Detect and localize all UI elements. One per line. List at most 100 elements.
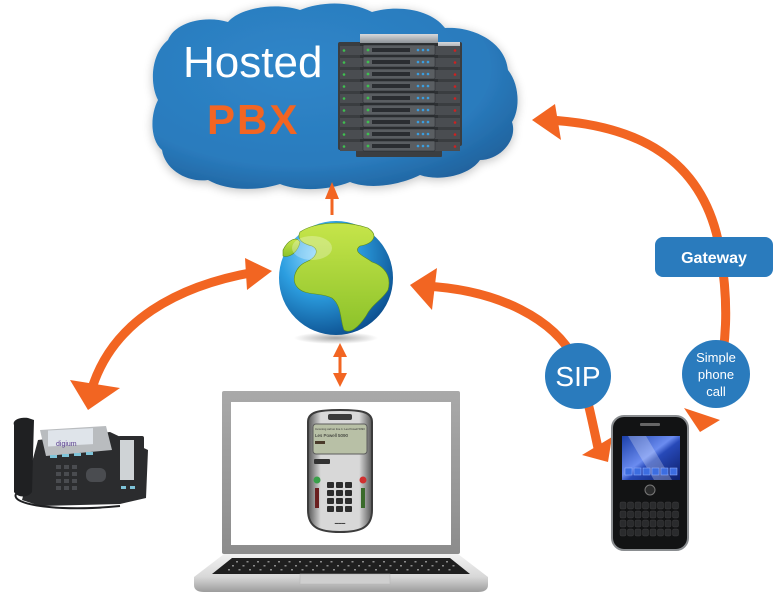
status-led-green	[366, 120, 370, 124]
softphone-key	[345, 498, 352, 504]
keyboard-key	[295, 565, 297, 567]
status-led-green	[366, 48, 370, 52]
softphone-logo: ▬▬▬	[335, 521, 346, 525]
app-icon	[660, 467, 669, 476]
simple-call-label-line1: Simple	[696, 350, 736, 365]
keyboard-key	[347, 565, 350, 567]
status-led-green	[342, 121, 346, 124]
phone-key	[657, 510, 664, 519]
phone-key	[664, 501, 672, 510]
phone-key	[664, 519, 672, 528]
status-led-red	[453, 109, 457, 112]
phone-key	[672, 510, 679, 519]
status-led-blue	[421, 144, 425, 148]
drive-bay	[372, 60, 410, 64]
sip-badge: SIP	[545, 343, 611, 409]
phone-key	[649, 519, 657, 528]
keyboard-key	[253, 565, 255, 567]
phone-key	[642, 510, 649, 519]
keyboard-key	[259, 569, 262, 571]
keyboard-key	[291, 569, 293, 571]
status-led-blue	[426, 108, 430, 112]
keyboard-key	[270, 569, 272, 571]
server-unit-back-left	[340, 70, 366, 79]
phone-key	[619, 501, 627, 510]
phone-key	[664, 528, 672, 537]
phone-key	[672, 528, 679, 537]
softphone-keypad	[327, 482, 352, 512]
keyboard-key	[312, 569, 314, 571]
hosted-pbx-cloud: Hosted PBX	[152, 3, 518, 190]
status-led-blue	[416, 120, 420, 124]
keyboard-key	[263, 565, 266, 567]
arrow-internet-laptop	[333, 343, 347, 387]
keyboard-key	[400, 565, 402, 567]
keyboard-key	[383, 561, 385, 563]
keyboard-key	[330, 561, 333, 563]
keyboard-key	[431, 565, 434, 567]
status-led-blue	[421, 108, 425, 112]
app-icon	[651, 467, 660, 476]
softphone-key	[327, 490, 334, 496]
phone-key	[619, 519, 627, 528]
status-led-green	[366, 108, 370, 112]
status-led-blue	[421, 48, 425, 52]
status-led-green	[366, 132, 370, 136]
keyboard-key	[232, 565, 234, 567]
status-led-blue	[426, 132, 430, 136]
server-unit-back-left	[340, 106, 366, 115]
status-led-blue	[426, 144, 430, 148]
softphone-screen-line1: Incoming call on line 1: Les Powell 5090	[315, 427, 365, 431]
keyboard-key	[274, 565, 276, 567]
server-unit-back-left	[340, 142, 366, 151]
status-led-red	[453, 97, 457, 100]
status-led-blue	[416, 84, 420, 88]
phone-key	[664, 510, 672, 519]
app-icon	[642, 467, 651, 476]
softphone-key	[336, 482, 343, 488]
laptop-keyboard	[228, 561, 459, 571]
keyboard-key	[372, 561, 375, 563]
keyboard-key	[414, 561, 417, 563]
keyboard-key	[242, 565, 245, 567]
keyboard-key	[238, 569, 241, 571]
gateway-badge: Gateway	[655, 237, 773, 277]
desk-phone-brand: digium	[56, 441, 77, 448]
status-led-green	[366, 60, 370, 64]
cloud-title-hosted: Hosted	[183, 38, 322, 87]
keyboard-key	[284, 565, 287, 567]
keyboard-key	[389, 565, 392, 567]
status-led-blue	[426, 120, 430, 124]
keyboard-key	[301, 569, 304, 571]
drive-bay	[372, 72, 410, 76]
status-led-blue	[416, 132, 420, 136]
keyboard-key	[435, 561, 438, 563]
globe-icon	[279, 221, 393, 344]
phone-key	[649, 510, 657, 519]
status-led-blue	[421, 72, 425, 76]
status-led-blue	[416, 96, 420, 100]
keyboard-key	[364, 569, 367, 571]
server-rack-icon	[338, 34, 462, 157]
status-led-red	[453, 133, 457, 136]
server-unit-back-left	[340, 46, 366, 55]
softphone-key	[327, 506, 334, 512]
phone-key	[657, 501, 664, 510]
phone-key	[657, 528, 664, 537]
smartphone-icon	[611, 415, 689, 551]
keyboard-key	[379, 565, 381, 567]
simple-call-label-line3: call	[706, 384, 726, 399]
keyboard-key	[351, 561, 354, 563]
status-led-blue	[416, 60, 420, 64]
keyboard-key	[333, 569, 335, 571]
keyboard-key	[354, 569, 356, 571]
keyboard-key	[316, 565, 318, 567]
keyboard-key	[452, 565, 455, 567]
status-led-green	[366, 84, 370, 88]
keyboard-key	[299, 561, 301, 563]
status-led-blue	[421, 60, 425, 64]
server-unit-back-left	[340, 130, 366, 139]
phone-key	[642, 501, 649, 510]
softphone-app-icon: Incoming call on line 1: Les Powell 5090…	[307, 408, 373, 534]
keyboard-key	[343, 569, 346, 571]
